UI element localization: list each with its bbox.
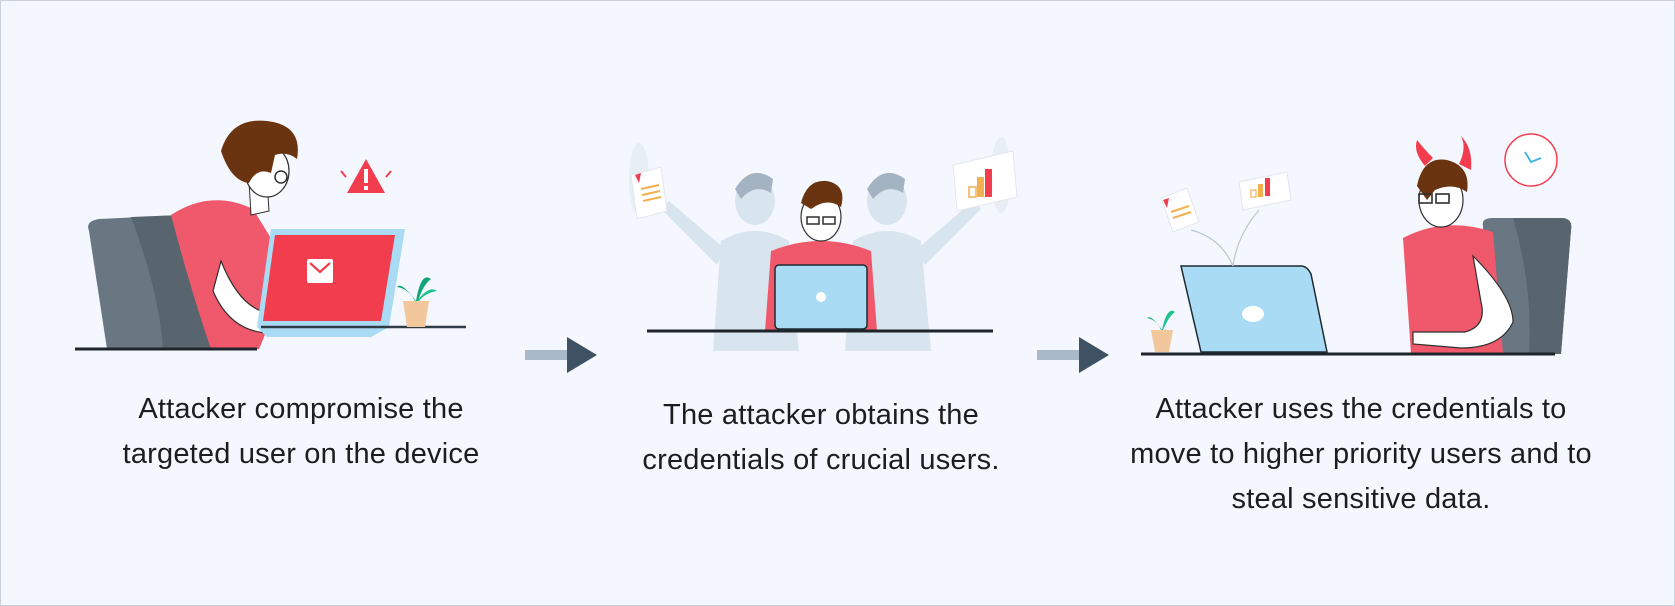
step-3-caption: Attacker uses the credentials to move to… xyxy=(1101,387,1621,522)
flow-arrow-1 xyxy=(523,335,599,375)
step-2-line-1: The attacker obtains the xyxy=(663,399,979,431)
step-3-illustration xyxy=(1141,126,1581,366)
step-1-line-2: targeted user on the device xyxy=(122,438,480,470)
step-1-caption: Attacker compromise the targeted user on… xyxy=(61,387,541,477)
step-2-caption: The attacker obtains the credentials of … xyxy=(601,393,1041,483)
step-1-line-1: Attacker compromise the xyxy=(138,393,464,425)
step-3-line-1: Attacker uses the credentials to xyxy=(1155,393,1567,425)
flow-arrow-2 xyxy=(1035,335,1111,375)
step-1-illustration xyxy=(71,111,501,381)
step-2-line-2: credentials of crucial users. xyxy=(642,444,1000,476)
step-2-illustration xyxy=(621,131,1041,361)
step-3-line-2: move to higher priority users and to xyxy=(1130,438,1592,470)
step-3-line-3: steal sensitive data. xyxy=(1231,483,1491,515)
